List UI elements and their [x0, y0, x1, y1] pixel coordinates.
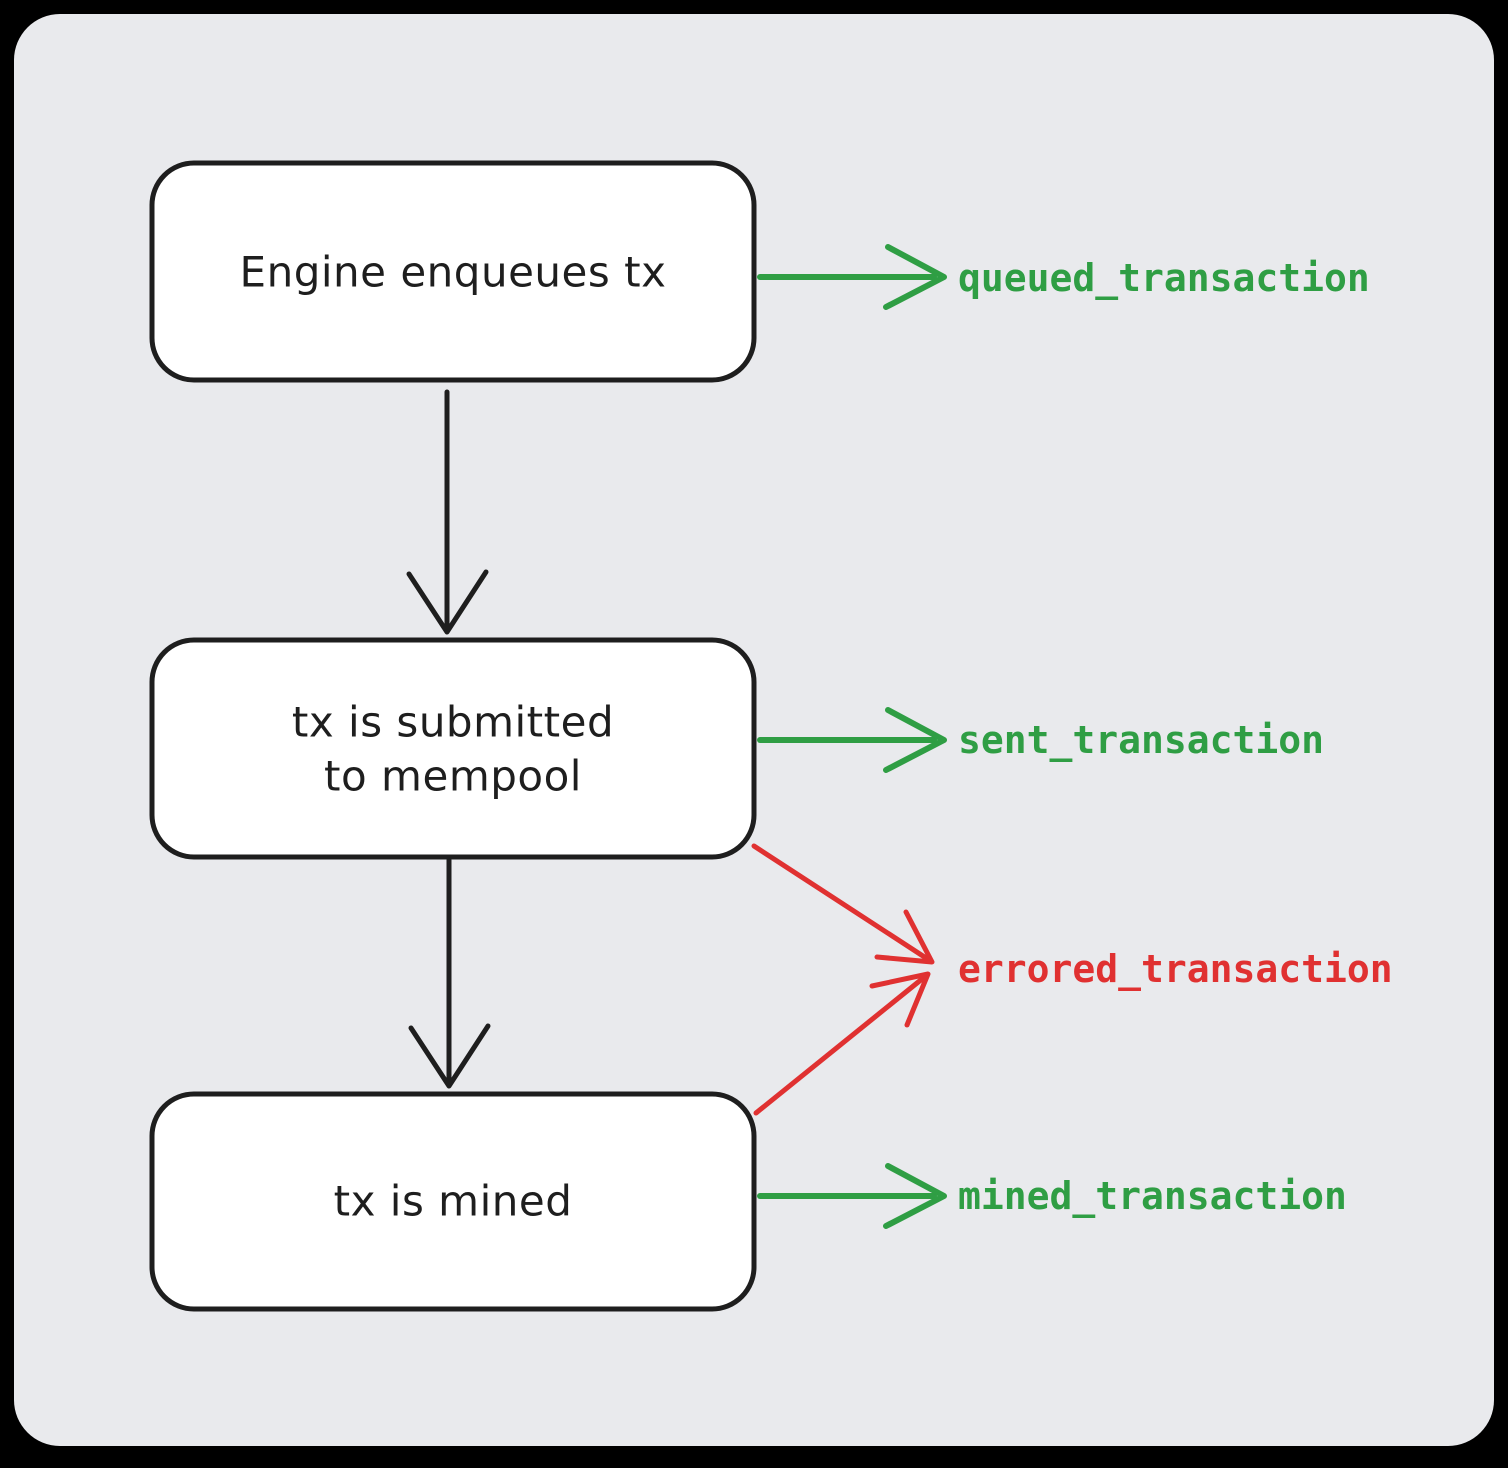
node-label-line2: to mempool	[324, 752, 582, 801]
node-box	[149, 160, 757, 383]
event-label-mined-transaction: mined_transaction	[958, 1174, 1347, 1218]
event-label-errored-transaction: errored_transaction	[958, 947, 1393, 991]
node-engine-enqueues-tx: Engine enqueues tx	[149, 160, 757, 383]
node-tx-submitted-to-mempool: tx is submitted to mempool	[149, 637, 757, 860]
arrow-shaft	[753, 976, 925, 1116]
node-box	[149, 1091, 757, 1312]
arrowhead-down-icon	[408, 1023, 491, 1089]
arrow-shaft	[751, 843, 929, 961]
node-label: tx is mined	[334, 1177, 573, 1226]
node-box	[149, 637, 757, 860]
arrow-queued-transaction	[757, 244, 947, 310]
arrowhead-right-icon	[883, 244, 947, 310]
arrow-mempool-to-mined	[408, 857, 491, 1089]
node-tx-is-mined: tx is mined	[149, 1091, 757, 1312]
event-label-queued-transaction: queued_transaction	[958, 256, 1370, 300]
arrow-mined-transaction	[757, 1163, 947, 1229]
node-label-line1: tx is submitted	[292, 698, 614, 747]
arrowhead-down-icon	[406, 569, 489, 635]
arrowhead-icon	[874, 909, 935, 965]
arrow-engine-to-mempool	[406, 389, 489, 635]
event-label-sent-transaction: sent_transaction	[958, 718, 1324, 762]
arrowhead-right-icon	[883, 1163, 947, 1229]
arrowhead-right-icon	[883, 707, 947, 773]
arrow-errored-from-mined	[753, 971, 931, 1116]
arrowhead-icon	[869, 971, 931, 1028]
node-label: Engine enqueues tx	[240, 248, 667, 297]
arrow-sent-transaction	[757, 707, 947, 773]
arrow-errored-from-mempool	[751, 843, 935, 965]
